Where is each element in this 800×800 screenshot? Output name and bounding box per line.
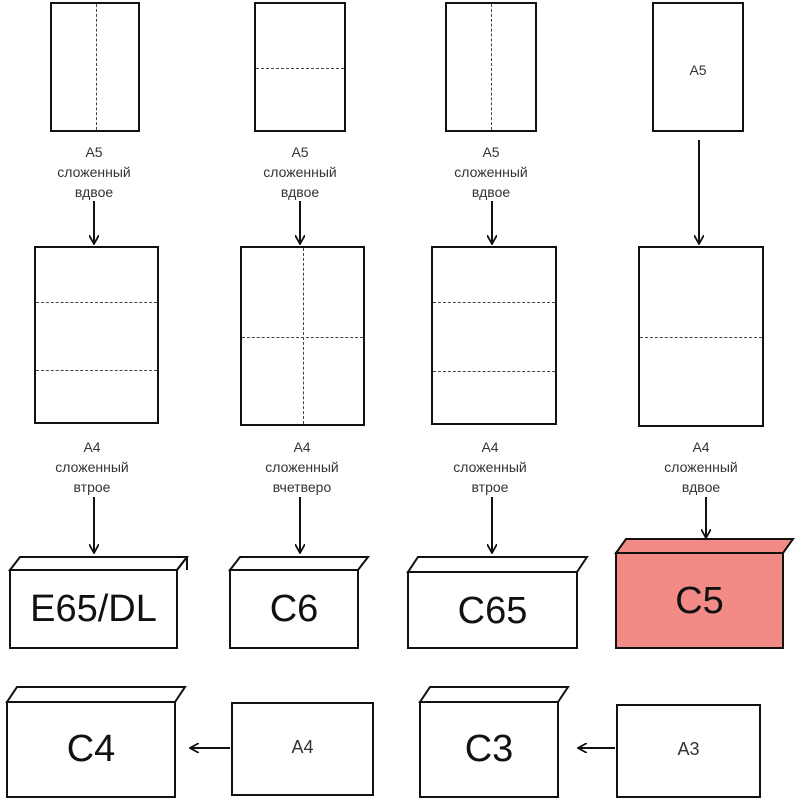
fold-line: [433, 371, 555, 372]
fold-line: [640, 337, 762, 338]
caption-line: вдвое: [681, 479, 721, 495]
sheet-a5-col1: [50, 2, 140, 132]
caption-line: сложенный: [57, 164, 131, 180]
caption-line: A5: [85, 144, 103, 160]
envelope-label-c5: C5: [675, 580, 724, 622]
caption-line: вдвое: [74, 184, 114, 200]
caption-line: A4: [692, 439, 710, 455]
fold-line: [433, 302, 555, 303]
sheet-label-a4: A4: [291, 737, 314, 757]
caption-line: A5: [291, 144, 309, 160]
fold-line: [242, 337, 363, 338]
caption-top-col3: A5 сложенный вдвое: [421, 142, 561, 202]
caption-line: вдвое: [280, 184, 320, 200]
envelope-label-c6: C6: [269, 588, 319, 630]
caption-mid-col2: A4 сложенный вчетверо: [232, 437, 372, 497]
caption-mid-col1: A4 сложенный втрое: [22, 437, 162, 497]
fold-line: [96, 4, 97, 130]
fold-line: [36, 370, 157, 371]
envelope-label-c3: C3: [464, 728, 514, 770]
sheet-a5-col4: A5: [652, 2, 744, 132]
envelope-label-e65-dl: E65/DL: [30, 588, 157, 630]
caption-line: сложенный: [453, 459, 527, 475]
sheet-label: A5: [689, 62, 707, 78]
caption-line: сложенный: [263, 164, 337, 180]
caption-line: втрое: [73, 479, 111, 495]
caption-line: вдвое: [471, 184, 511, 200]
caption-line: сложенный: [454, 164, 528, 180]
fold-line: [491, 4, 492, 130]
sheet-a4-col4: [638, 246, 764, 427]
caption-line: A4: [481, 439, 499, 455]
caption-line: сложенный: [265, 459, 339, 475]
envelope-label-c65: C65: [457, 590, 528, 632]
fold-line: [303, 248, 304, 424]
sheet-a4-col3: [431, 246, 557, 425]
sheet-a5-col2: [254, 2, 346, 132]
sheet-a4-col1: [34, 246, 159, 424]
caption-line: втрое: [471, 479, 509, 495]
caption-line: A5: [482, 144, 500, 160]
sheet-label-a3: A3: [677, 739, 700, 759]
caption-line: A4: [293, 439, 311, 455]
caption-line: вчетверо: [272, 479, 332, 495]
envelope-label-c4: C4: [66, 728, 116, 770]
caption-top-col2: A5 сложенный вдвое: [230, 142, 370, 202]
caption-top-col1: A5 сложенный вдвое: [24, 142, 164, 202]
sheet-a4-col2: [240, 246, 365, 426]
caption-line: A4: [83, 439, 101, 455]
caption-line: сложенный: [664, 459, 738, 475]
fold-line: [256, 68, 344, 69]
caption-mid-col4: A4 сложенный вдвое: [631, 437, 771, 497]
caption-mid-col3: A4 сложенный втрое: [420, 437, 560, 497]
sheet-a5-col3: [445, 2, 537, 132]
fold-line: [36, 302, 157, 303]
caption-line: сложенный: [55, 459, 129, 475]
